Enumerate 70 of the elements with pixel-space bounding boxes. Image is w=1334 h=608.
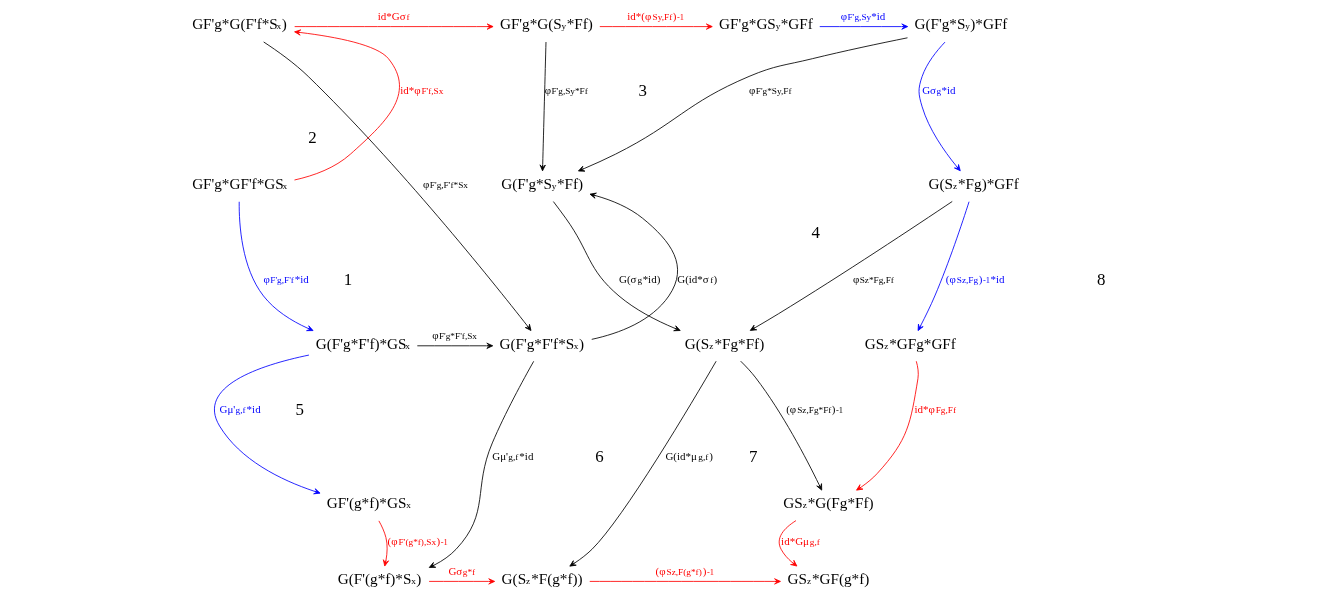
label: 7 (749, 447, 758, 467)
arrow (749, 201, 953, 331)
arrow (428, 578, 496, 585)
arrow (856, 360, 919, 491)
node-text: G(Sz*Fg)*GFf (928, 175, 1019, 193)
label: 2 (308, 128, 317, 148)
edge-label: φSz*Fg,Ff (852, 272, 894, 285)
arrow (416, 342, 494, 349)
node-text: G(F'g*F'f)*GSx (315, 334, 410, 352)
edge-label: (φSz,Fg*Ff)-1 (786, 402, 844, 415)
node-text: GF'g*G(F'f*Sx) (192, 15, 287, 33)
arrow (918, 41, 961, 172)
node-text: G(Sz*F(g*f)) (501, 570, 583, 588)
label: 3 (638, 80, 647, 100)
arrow (378, 520, 389, 567)
node-text: GF'g*GF'f*GSx (192, 175, 288, 193)
node-text: G(F'g*Sy*Ff) (501, 175, 584, 193)
node-text: GSz*G(Fg*Ff) (783, 494, 874, 512)
edge-label: G(σg*id) (618, 272, 661, 285)
node-text: GSz*GFg*GFf (864, 334, 956, 352)
arrow (589, 192, 678, 340)
edge-label: φF'g,Sy*Ff (544, 83, 588, 96)
edge-label: Gμ'g,f*id (219, 402, 261, 415)
arrow (740, 360, 823, 491)
arrow (589, 578, 781, 585)
arrow (552, 201, 681, 332)
arrow (569, 360, 717, 567)
node-text: G(Sz*Fg*Ff) (684, 334, 765, 352)
node-text: GF'(g*f)*GSx (326, 494, 411, 512)
edge-label: Gσg*id (922, 83, 956, 96)
node-text: GSz*GF(g*f) (787, 570, 870, 588)
arrow (238, 201, 314, 332)
edge-label: φF'g*F'f,Sx (432, 329, 478, 342)
edge-label: id*Gσf (377, 10, 410, 23)
arrow (819, 23, 909, 30)
edge-label: Gσg*f (448, 564, 476, 577)
node-text: G(F'g*F'f*Sx) (499, 334, 584, 352)
label: 1 (343, 270, 353, 289)
label: 6 (595, 447, 604, 467)
arrow (778, 520, 798, 567)
arrow (917, 201, 970, 332)
edge-label: Gμ'g,f*id (492, 450, 534, 463)
edge-label: (φSz,F(g*f))-1 (655, 564, 715, 577)
edge-label: φF'g,F'f*Sx (423, 178, 468, 191)
label: 5 (295, 400, 305, 420)
arrow (294, 23, 494, 30)
node-text: GF'g*G(Sy*Ff) (499, 15, 593, 33)
label: 4 (811, 222, 820, 242)
arrow (578, 37, 908, 172)
edge-label: id*φF'f,Sx (400, 83, 444, 96)
node-text: GF'g*GSy*GFf (719, 15, 813, 33)
arrow (263, 41, 532, 331)
arrow (428, 360, 535, 568)
edge-label: id*Gμg,f (781, 535, 820, 548)
edge-label: id*(φSy,Ff)-1 (627, 10, 685, 23)
edge-label: (φF'(g*f),Sx)-1 (387, 535, 448, 548)
edge-label: φF'g,F'f*id (263, 272, 309, 285)
edge-label: G(id*μg,f) (665, 450, 713, 463)
edge-label: G(id*σf) (677, 272, 718, 285)
edge-label: id*φFg,Ff (914, 402, 956, 415)
arrow (539, 41, 547, 172)
arrow (599, 23, 713, 30)
arrow (214, 354, 321, 495)
edge-label: φF'g*Sy,Ff (749, 83, 792, 96)
label: 8 (1096, 270, 1106, 289)
node-text: G(F'g*Sy)*GFf (914, 15, 1008, 33)
node-text: G(F'(g*f)*Sx) (337, 570, 422, 588)
arrow (294, 29, 400, 181)
edge-label: φF'g,Sy*id (840, 10, 886, 23)
edge-label: (φSz,Fg)-1*id (945, 272, 1005, 285)
